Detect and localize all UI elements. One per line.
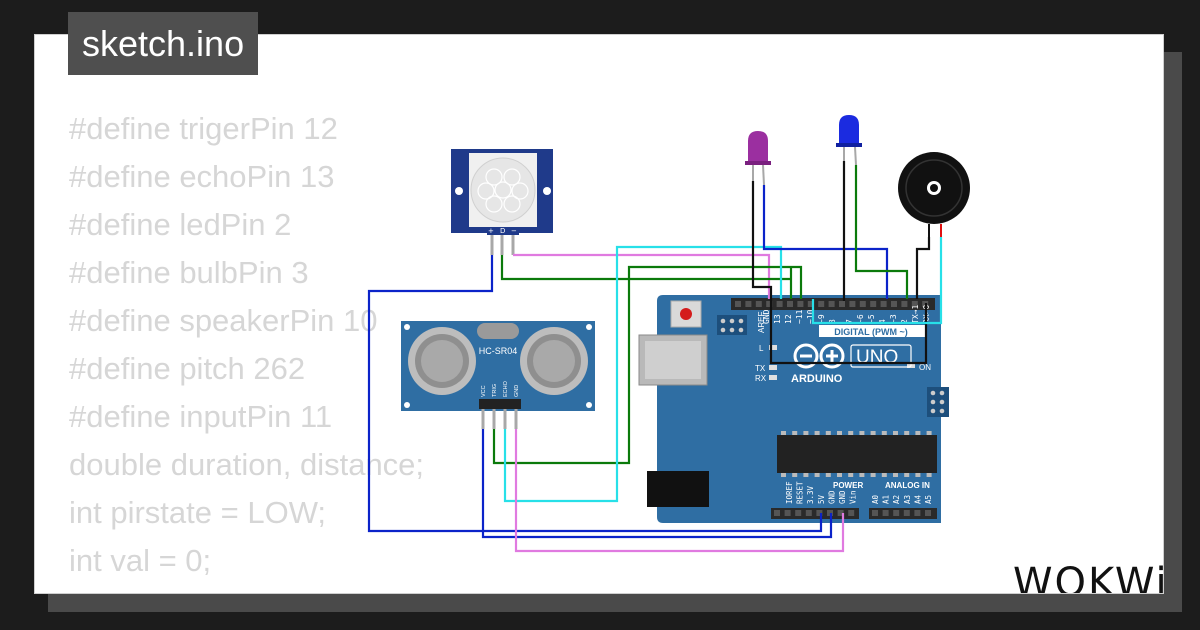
- digital-pin-label: TX→1: [911, 305, 920, 324]
- hc-sr04-ultrasonic-sensor[interactable]: HC-SR04 VCC TRIG ECHO GND: [401, 321, 595, 429]
- code-line: #define echoPin 13: [69, 159, 335, 194]
- analog-pin-label: A5: [924, 495, 933, 504]
- transducer-right-icon: [520, 327, 588, 395]
- hc-sr04-model-label: HC-SR04: [479, 346, 518, 356]
- power-pin-label: 3.3V: [806, 485, 815, 504]
- simulation-canvas[interactable]: #define trigerPin 12 #define echoPin 13 #d…: [34, 34, 1164, 594]
- digital-pin-label: ~10: [806, 309, 815, 324]
- wire-purple-led-anode: [762, 185, 889, 299]
- atmega-chip: [777, 435, 937, 473]
- pir-pin-gnd-label: −: [511, 227, 517, 235]
- code-preview: #define trigerPin 12 #define echoPin 13 #d…: [69, 105, 425, 593]
- digital-pin-label: ~6: [856, 314, 865, 324]
- power-pin-label: RESET: [796, 481, 805, 504]
- purple-led[interactable]: [745, 131, 771, 186]
- code-line: #define speakerPin 10: [69, 303, 378, 338]
- digital-pin-label: GND: [762, 309, 771, 324]
- wire-pir-data: [500, 255, 793, 299]
- blue-led[interactable]: [836, 115, 862, 166]
- digital-pin-label: 13: [773, 314, 782, 324]
- power-pin-label: GND: [838, 490, 847, 504]
- code-line: #define bulbPin 3: [69, 255, 309, 290]
- digital-pin-label: 4: [878, 319, 887, 324]
- digital-pin-label: ~9: [817, 314, 826, 324]
- power-pin-label: Vin: [849, 490, 858, 504]
- wire-buzzer-pos: [811, 237, 943, 325]
- power-pin-label: 5V: [817, 494, 826, 504]
- power-label: POWER: [833, 481, 863, 490]
- hc-sr04-pin-label: VCC: [481, 385, 487, 397]
- arduino-brand-label: ARDUINO: [791, 373, 843, 385]
- pir-motion-sensor[interactable]: + D −: [451, 149, 553, 255]
- pir-pin-d-label: D: [500, 227, 505, 235]
- digital-pin-label: ~3: [889, 314, 898, 324]
- code-line: #define pitch 262: [69, 351, 306, 386]
- analog-header: [869, 508, 937, 519]
- code-line: double duration, distance;: [69, 447, 425, 482]
- piezo-buzzer[interactable]: [898, 152, 970, 237]
- l-led-label: L: [759, 344, 764, 353]
- code-line: #define ledPin 2: [69, 207, 292, 242]
- file-tab-title: sketch.ino: [68, 12, 259, 75]
- hc-sr04-pin-label: TRIG: [492, 384, 498, 397]
- wire-echo: [503, 245, 783, 503]
- power-pin-label: GND: [827, 490, 836, 504]
- code-line: #define trigerPin 12: [69, 111, 338, 146]
- digital-label: DIGITAL (PWM ~): [834, 327, 907, 337]
- digital-pin-label: 7: [845, 319, 854, 324]
- arduino-logo-icon: [793, 343, 845, 369]
- analog-in-label: ANALOG IN: [885, 481, 930, 490]
- code-line: void setup() {: [69, 585, 424, 593]
- analog-pin-label: A2: [892, 495, 901, 504]
- code-line: #define inputPin 11: [69, 399, 333, 434]
- analog-pin-label: A1: [882, 495, 891, 504]
- wire-us-vcc: [481, 429, 833, 539]
- digital-label-box: [819, 325, 927, 337]
- wire-purple-led-cathode: [751, 181, 928, 365]
- digital-pin-label: ~11: [795, 309, 804, 324]
- l-led-icon: [769, 345, 777, 350]
- transducer-left-icon: [408, 327, 476, 395]
- analog-pin-label: A0: [871, 494, 880, 504]
- power-header: [771, 508, 859, 519]
- digital-pin-label: 2: [900, 319, 909, 324]
- digital-pin-label: ~5: [867, 314, 876, 324]
- wire-blue-led-anode: [854, 165, 909, 299]
- pir-pin-vcc-label: +: [488, 227, 494, 235]
- analog-pin-label: A3: [903, 495, 912, 504]
- hc-sr04-pin-label: ECHO: [503, 380, 509, 397]
- code-line: int val = 0;: [69, 543, 212, 578]
- aref-label: AREF: [757, 312, 766, 333]
- digital-pin-label: 12: [784, 314, 793, 324]
- power-jack-icon: [647, 471, 709, 507]
- rx-label: RX: [755, 374, 767, 383]
- hc-sr04-pin-label: GND: [514, 385, 520, 397]
- on-label: ON: [919, 363, 931, 372]
- uno-label: UNO: [856, 347, 898, 368]
- digital-pin-label: 8: [828, 319, 837, 324]
- code-line: int pirstate = LOW;: [69, 495, 327, 530]
- wire-pir-vcc: [367, 255, 823, 533]
- tx-label: TX: [755, 364, 766, 373]
- wire-buzzer-neg: [915, 237, 931, 299]
- power-pin-label: IOREF: [785, 481, 794, 504]
- analog-pin-label: A4: [913, 494, 922, 504]
- wire-trig: [492, 265, 803, 465]
- wire-us-gnd: [514, 429, 845, 553]
- wokwi-logo: WOKWi: [1013, 560, 1164, 594]
- wires: [367, 161, 943, 553]
- wire-pir-gnd: [513, 253, 771, 299]
